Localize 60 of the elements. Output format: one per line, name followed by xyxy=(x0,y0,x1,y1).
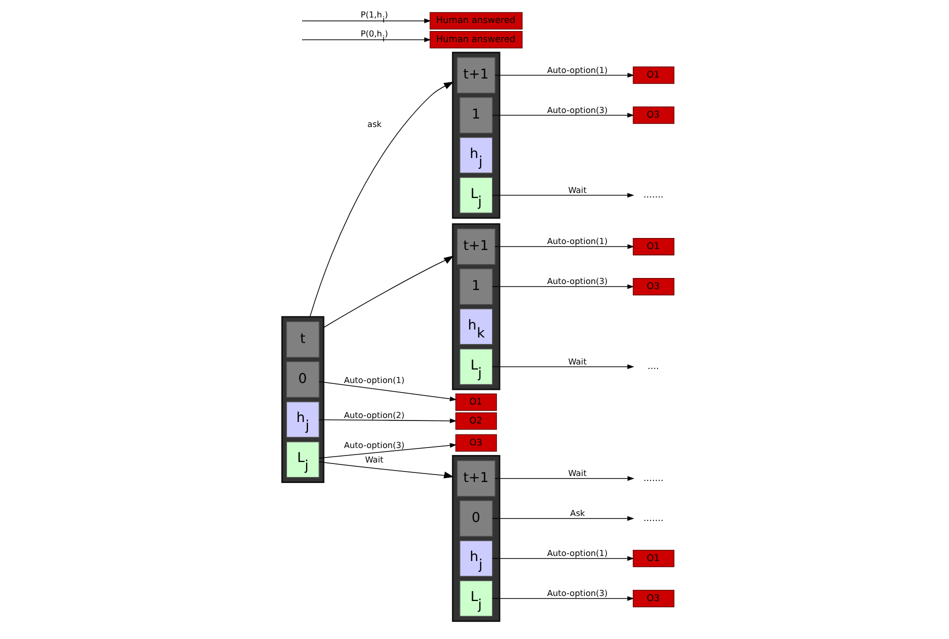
arrow xyxy=(492,596,634,601)
node-box: O3 xyxy=(632,590,674,608)
cluster xyxy=(451,223,500,390)
node-text: ....... xyxy=(642,190,664,201)
arrow xyxy=(302,37,431,42)
edge-label: Auto-option(3) xyxy=(546,588,608,598)
arrow xyxy=(494,72,634,78)
node-box: Human answered xyxy=(429,12,522,30)
edge-label: Wait xyxy=(364,454,383,464)
arrow xyxy=(494,244,634,250)
arrow xyxy=(309,82,454,318)
node-box: t+1 xyxy=(456,228,495,265)
node-box: Human answered xyxy=(429,31,522,48)
arrow xyxy=(302,18,431,24)
node-box: 1 xyxy=(459,268,492,305)
edge-label: Auto-option(2) xyxy=(343,410,404,420)
node-box: O1 xyxy=(454,394,496,411)
arrow xyxy=(492,192,634,198)
node-box: O3 xyxy=(454,434,496,452)
edge-label: Wait xyxy=(568,184,586,195)
edge-label: Auto-option(3) xyxy=(546,104,608,115)
arrow xyxy=(492,284,634,290)
arrow xyxy=(318,461,454,478)
arrow xyxy=(322,256,454,328)
node-box: 0 xyxy=(459,500,492,537)
node-box: t+1 xyxy=(456,57,495,94)
arrow xyxy=(494,476,634,481)
edge-label: ask xyxy=(366,119,382,130)
edge-label: Auto-option(1) xyxy=(546,64,608,75)
arrow xyxy=(492,112,634,118)
node-text: ....... xyxy=(642,474,664,484)
node-box: O2 xyxy=(454,412,496,430)
arrow xyxy=(318,443,456,458)
arrow xyxy=(492,516,634,521)
node-box: t+1 xyxy=(456,460,495,497)
node-box: O1 xyxy=(632,66,674,84)
cluster xyxy=(451,455,500,622)
node-box: O3 xyxy=(632,106,674,124)
edge-label: Ask xyxy=(570,508,584,518)
edge-label: Auto-option(1) xyxy=(546,236,608,246)
node-box: 0 xyxy=(286,361,319,398)
node-box: O3 xyxy=(632,278,674,296)
node-text: .... xyxy=(647,362,659,372)
edge-label: Auto-option(1) xyxy=(343,375,404,386)
edge-label: Wait xyxy=(568,468,586,478)
edge-label: Auto-option(3) xyxy=(546,276,608,286)
arrow xyxy=(492,556,634,561)
cluster xyxy=(280,316,324,483)
arrow xyxy=(318,418,456,424)
edge-label: Wait xyxy=(568,356,586,366)
node-box: t xyxy=(286,321,319,358)
cluster xyxy=(451,52,500,219)
node-box: O1 xyxy=(632,238,674,256)
node-box: 1 xyxy=(459,97,492,134)
node-text: ....... xyxy=(642,514,664,524)
edge-label: Auto-option(1) xyxy=(546,548,608,558)
arrow xyxy=(492,364,634,370)
node-box: O1 xyxy=(632,550,674,568)
arrow xyxy=(318,381,456,402)
edge-label: Auto-option(3) xyxy=(343,440,404,450)
